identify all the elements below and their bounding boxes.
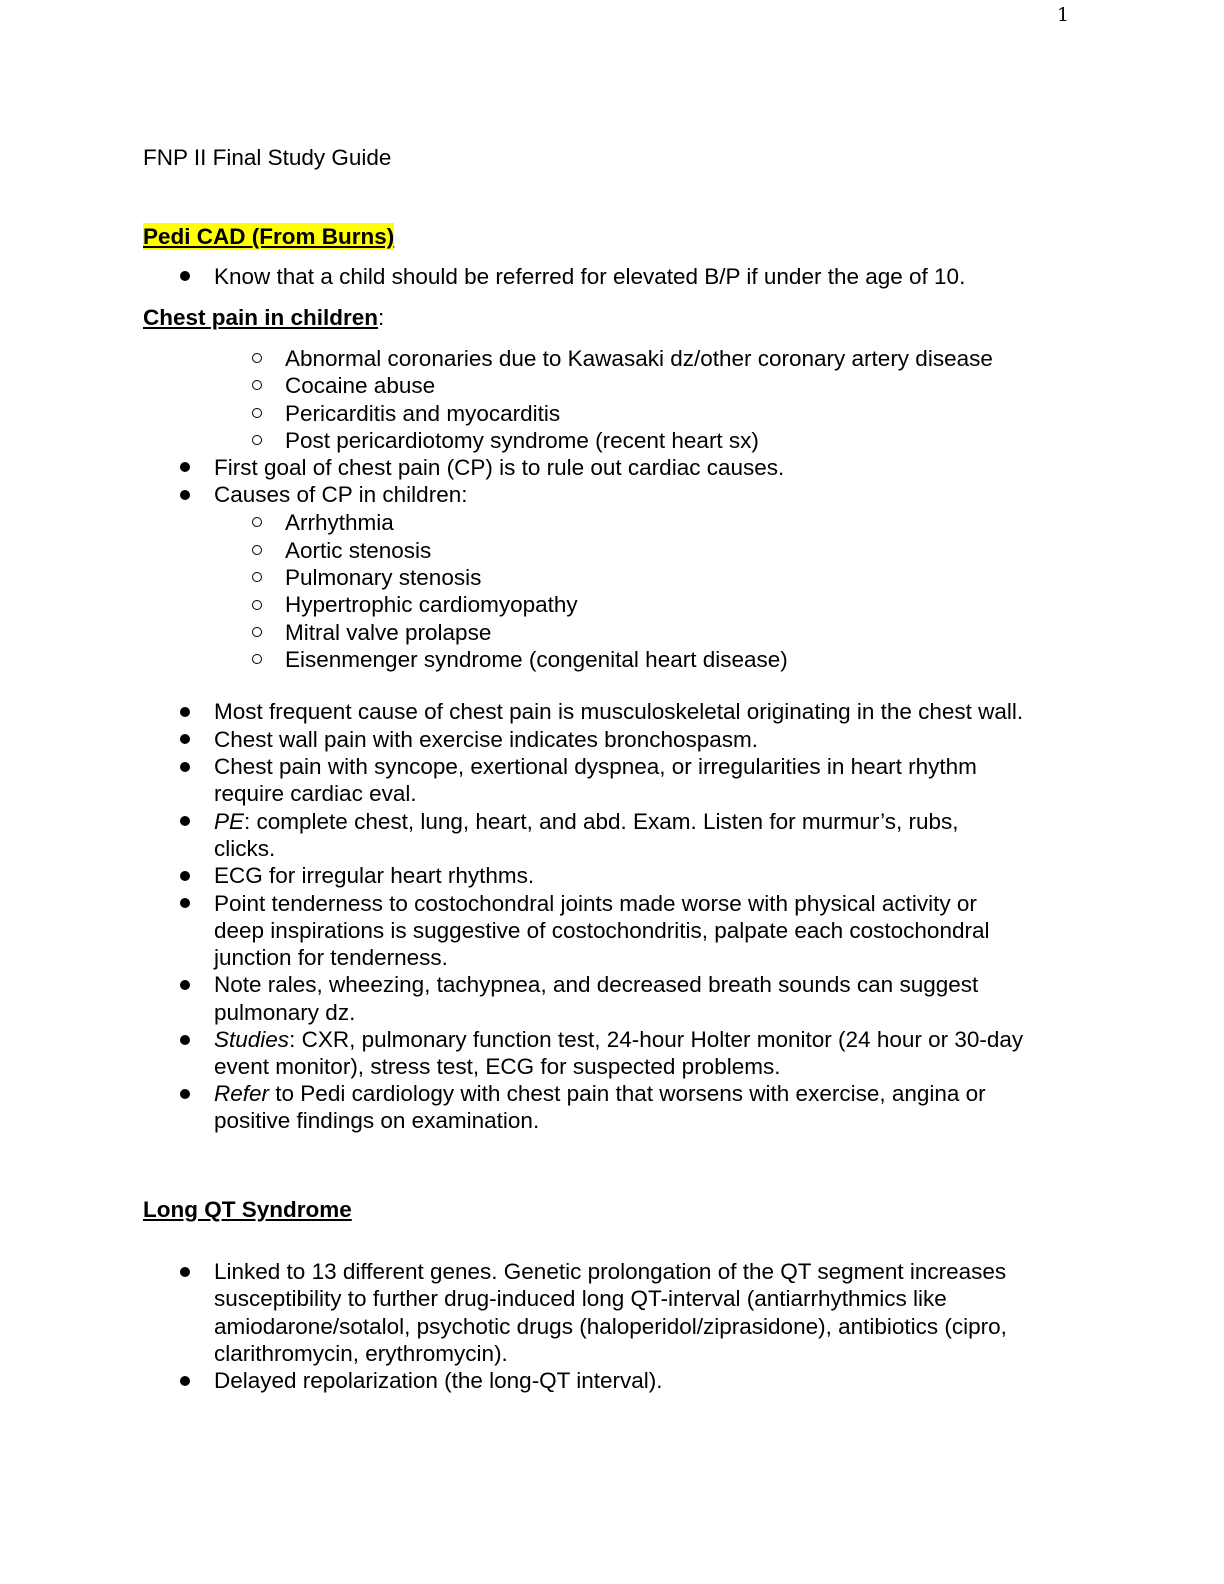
list-item: Most frequent cause of chest pain is mus… [214,699,1024,724]
list-item-continuation: pulmonary dz. [214,1000,356,1025]
circle-bullet-icon [252,517,262,527]
list-item: Chest pain with syncope, exertional dysp… [214,754,977,779]
sub-list-item: Pericarditis and myocarditis [285,401,561,426]
list-item: First goal of chest pain (CP) is to rule… [214,455,785,480]
sub-list-item: Pulmonary stenosis [285,565,482,590]
heading-suffix: : [378,305,385,330]
bullet-icon [180,734,190,744]
bullet-icon [180,1267,190,1277]
list-item-continuation: junction for tenderness. [214,945,448,970]
pe-label: PE [214,809,245,834]
heading-long-qt: Long QT Syndrome [143,1197,352,1222]
bullet-icon [180,1035,190,1045]
refer-text: to Pedi cardiology with chest pain that … [269,1081,986,1106]
sub-list-item: Mitral valve prolapse [285,620,492,645]
circle-bullet-icon [252,408,262,418]
list-item-continuation: positive findings on examination. [214,1108,540,1133]
list-item: Studies: CXR, pulmonary function test, 2… [214,1026,1023,1053]
list-item-continuation: susceptibility to further drug-induced l… [214,1286,947,1311]
circle-bullet-icon [252,545,262,555]
document-title: FNP II Final Study Guide [143,145,392,170]
list-item-continuation: event monitor), stress test, ECG for sus… [214,1054,781,1079]
refer-label: Refer [214,1081,270,1106]
bullet-icon [180,1376,190,1386]
list-item: PE: complete chest, lung, heart, and abd… [214,808,959,835]
sub-list-item: Eisenmenger syndrome (congenital heart d… [285,647,788,672]
circle-bullet-icon [252,353,262,363]
bullet-icon [180,462,190,472]
list-item-continuation: amiodarone/sotalol, psychotic drugs (hal… [214,1314,1007,1339]
bullet-icon [180,816,190,826]
circle-bullet-icon [252,435,262,445]
list-item: Causes of CP in children: [214,482,468,507]
list-item: Chest wall pain with exercise indicates … [214,727,759,752]
list-item: Linked to 13 different genes. Genetic pr… [214,1259,1007,1284]
sub-list-item: Post pericardiotomy syndrome (recent hea… [285,428,759,453]
list-item: Delayed repolarization (the long-QT inte… [214,1368,663,1393]
bullet-icon [180,490,190,500]
page-number: 1 [1057,4,1070,26]
list-item-continuation: require cardiac eval. [214,781,417,806]
circle-bullet-icon [252,380,262,390]
sub-list-item: Aortic stenosis [285,538,432,563]
circle-bullet-icon [252,654,262,664]
sub-list-item: Arrhythmia [285,510,394,535]
circle-bullet-icon [252,572,262,582]
heading-pedi-cad: Pedi CAD (From Burns) [143,223,395,250]
list-item: ECG for irregular heart rhythms. [214,863,535,888]
list-item-continuation: clicks. [214,836,276,861]
sub-list-item: Hypertrophic cardiomyopathy [285,592,578,617]
circle-bullet-icon [252,627,262,637]
list-item: Know that a child should be referred for… [214,264,966,289]
studies-label: Studies [214,1027,290,1052]
list-item: Note rales, wheezing, tachypnea, and dec… [214,972,979,997]
studies-text: : CXR, pulmonary function test, 24-hour … [289,1027,1024,1052]
bullet-icon [180,980,190,990]
list-item-continuation: clarithromycin, erythromycin). [214,1341,508,1366]
bullet-icon [180,1089,190,1099]
bullet-icon [180,871,190,881]
list-item-continuation: deep inspirations is suggestive of costo… [214,918,990,943]
circle-bullet-icon [252,600,262,610]
bullet-icon [180,762,190,772]
sub-list-item: Cocaine abuse [285,373,436,398]
heading-chest-pain-label: Chest pain in children [143,305,379,330]
sub-list-item: Abnormal coronaries due to Kawasaki dz/o… [285,346,993,371]
list-item: Point tenderness to costochondral joints… [214,891,977,916]
pe-text: : complete chest, lung, heart, and abd. … [244,809,959,834]
list-item: Refer to Pedi cardiology with chest pain… [214,1080,986,1107]
bullet-icon [180,898,190,908]
heading-chest-pain: Chest pain in children: [143,304,384,331]
bullet-icon [180,707,190,717]
bullet-icon [180,271,190,281]
